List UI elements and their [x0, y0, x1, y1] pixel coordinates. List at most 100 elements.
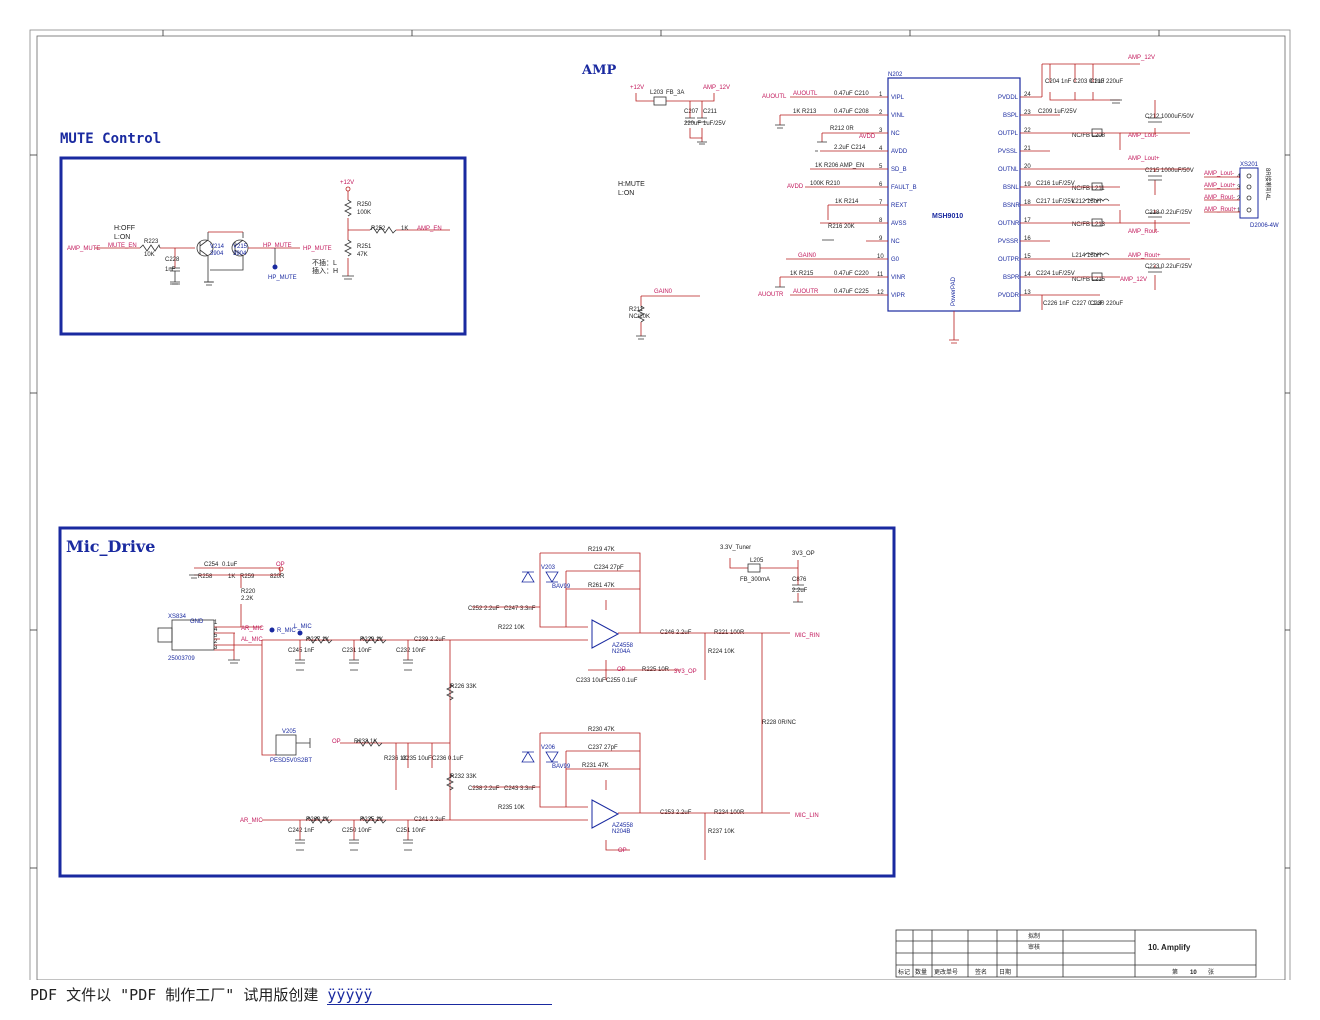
mic-3v3-supply: 3.3V_Tuner 3V3_OP L205 FB_300mA C876 2.2…	[720, 545, 815, 603]
svg-text:21: 21	[1024, 146, 1031, 152]
svg-text:FB_300mA: FB_300mA	[740, 577, 770, 583]
svg-text:VIPL: VIPL	[891, 95, 905, 101]
svg-text:C242 1nF: C242 1nF	[288, 828, 315, 834]
svg-text:L205: L205	[750, 558, 764, 564]
svg-text:R235 10K: R235 10K	[498, 805, 525, 811]
svg-text:820R: 820R	[270, 574, 285, 580]
svg-text:AVSS: AVSS	[891, 221, 907, 227]
r251-ref: R251	[357, 244, 372, 250]
svg-text:22: 22	[1024, 128, 1031, 134]
inner-frame	[36, 35, 1286, 980]
mic-outputs: MIC_RIN MIC_LIN OP 3V3_OP OP	[617, 633, 820, 854]
svg-text:13: 13	[1024, 290, 1031, 296]
svg-text:R222 10K: R222 10K	[498, 625, 525, 631]
svg-text:AZ4558: AZ4558	[612, 643, 634, 649]
svg-text:AMP_12V: AMP_12V	[703, 85, 730, 91]
chip-name: MSH9010	[932, 213, 963, 220]
svg-text:14: 14	[1024, 272, 1031, 278]
svg-text:C247 3.3nF: C247 3.3nF	[504, 606, 536, 612]
c228-ref: C228	[165, 257, 180, 263]
svg-text:AVDD: AVDD	[891, 149, 908, 155]
tb-sheet-prefix: 第	[1172, 968, 1178, 976]
svg-text:AMP_Lout+: AMP_Lout+	[1128, 156, 1160, 162]
svg-text:XS201: XS201	[1240, 162, 1259, 168]
svg-text:AR_MIC: AR_MIC	[241, 626, 264, 632]
svg-text:C213 220uF: C213 220uF	[1090, 79, 1123, 85]
svg-text:R258: R258	[198, 574, 213, 580]
svg-text:2: 2	[1237, 196, 1241, 202]
svg-text:PVSSR: PVSSR	[998, 239, 1019, 245]
mic-jack: XS834 25003709 GND 1 4 5 2 3	[157, 614, 262, 664]
svg-text:AVDD: AVDD	[787, 184, 804, 190]
svg-text:FAULT_B: FAULT_B	[891, 185, 917, 191]
svg-text:C876: C876	[792, 577, 807, 583]
svg-text:OUTPR: OUTPR	[998, 257, 1020, 263]
svg-text:AR_MIC: AR_MIC	[240, 818, 263, 824]
outer-frame	[29, 29, 1291, 980]
svg-text:R261 47K: R261 47K	[588, 583, 615, 589]
hp-mute-testpoint	[272, 264, 278, 270]
svg-text:C243 3.3nF: C243 3.3nF	[504, 786, 536, 792]
net-hp-mute-2: HP_MUTE	[303, 246, 332, 252]
svg-text:AUOUTR: AUOUTR	[758, 292, 784, 298]
svg-text:1: 1	[1237, 208, 1241, 214]
tb-sheet-num: 10	[1190, 970, 1197, 976]
title-block[interactable]: 拟制 审核 10. Amplify 第 10 张 标记 数量 更改单号 签名 日…	[895, 929, 1257, 978]
svg-text:R226 33K: R226 33K	[450, 684, 477, 690]
r252-ref: R252	[371, 226, 386, 232]
svg-text:12: 12	[877, 290, 884, 296]
svg-text:PVSSL: PVSSL	[998, 149, 1018, 155]
svg-text:V205: V205	[282, 729, 297, 735]
svg-text:3V3_OP: 3V3_OP	[674, 669, 697, 675]
svg-text:N204B: N204B	[612, 829, 630, 835]
r223-val: 10K	[144, 252, 155, 258]
tb-title: 10. Amplify	[1148, 943, 1191, 952]
mute-section-title: MUTE Control	[60, 131, 161, 147]
svg-text:数量: 数量	[915, 968, 927, 976]
svg-text:G0: G0	[891, 257, 900, 263]
svg-text:C223 0.22uF/25V: C223 0.22uF/25V	[1145, 264, 1192, 270]
svg-text:20: 20	[1024, 164, 1031, 170]
v214-ref: V214	[210, 244, 225, 250]
svg-text:NC/FB L215: NC/FB L215	[1072, 277, 1106, 283]
footer-link[interactable]: ÿÿÿÿÿ	[327, 986, 553, 1005]
svg-text:C217 1uF/25V: C217 1uF/25V	[1036, 199, 1075, 205]
svg-text:C245 1nF: C245 1nF	[288, 648, 315, 654]
svg-text:AUOUTR: AUOUTR	[793, 289, 819, 295]
svg-text:0.47uF C208: 0.47uF C208	[834, 109, 869, 115]
xs201-connector	[1239, 167, 1259, 219]
amp-left-network: AUOUTL AUOUTL 0.47uF C210 1K R213 0.47uF…	[758, 91, 876, 298]
v214-val: 3904	[210, 251, 224, 257]
svg-text:C226 1nF: C226 1nF	[1043, 301, 1070, 307]
svg-text:R219 47K: R219 47K	[588, 547, 615, 553]
svg-text:AMP_Lout-: AMP_Lout-	[1128, 133, 1158, 139]
svg-text:MIC_RIN: MIC_RIN	[795, 633, 820, 639]
svg-text:MIC_LIN: MIC_LIN	[795, 813, 819, 819]
svg-text:C251 10nF: C251 10nF	[396, 828, 426, 834]
svg-text:R230 47K: R230 47K	[588, 727, 615, 733]
svg-text:25003709: 25003709	[168, 656, 195, 662]
r252-val: 1K	[401, 226, 408, 232]
svg-text:BSNL: BSNL	[1003, 185, 1019, 191]
r250-ref: R250	[357, 202, 372, 208]
mute-not-plugged: 不插：L	[312, 258, 337, 267]
svg-text:R211: R211	[629, 307, 644, 313]
tb-drawn: 拟制	[1028, 932, 1040, 940]
mute-circuit: H:OFF L:ON AMP_MUTE MUTE_EN R223 10K C22…	[67, 180, 450, 286]
svg-text:GAIN0: GAIN0	[654, 289, 673, 295]
svg-text:C234 27pF: C234 27pF	[594, 565, 624, 571]
svg-text:16: 16	[1024, 236, 1031, 242]
svg-text:FB_3A: FB_3A	[666, 90, 684, 96]
svg-text:220uF: 220uF	[684, 121, 701, 127]
svg-text:R232 33K: R232 33K	[450, 774, 477, 780]
speaker-connector: XS201 D2006-4W 8R接喇叭4L 4 3 2 1 AMP_Lout-…	[1204, 162, 1279, 229]
svg-text:0.47uF C220: 0.47uF C220	[834, 271, 869, 277]
svg-text:R228 0R/NC: R228 0R/NC	[762, 720, 797, 726]
svg-text:VIPR: VIPR	[891, 293, 906, 299]
svg-text:VINR: VINR	[891, 275, 906, 281]
svg-text:R259: R259	[240, 574, 255, 580]
mic-nets-labels: AR_MIC AL_MIC R_MIC L_MIC AR_MIC OP	[240, 624, 341, 824]
r250-val: 100K	[357, 210, 371, 216]
svg-text:R224 10K: R224 10K	[708, 649, 735, 655]
svg-text:OUTPL: OUTPL	[998, 131, 1019, 137]
